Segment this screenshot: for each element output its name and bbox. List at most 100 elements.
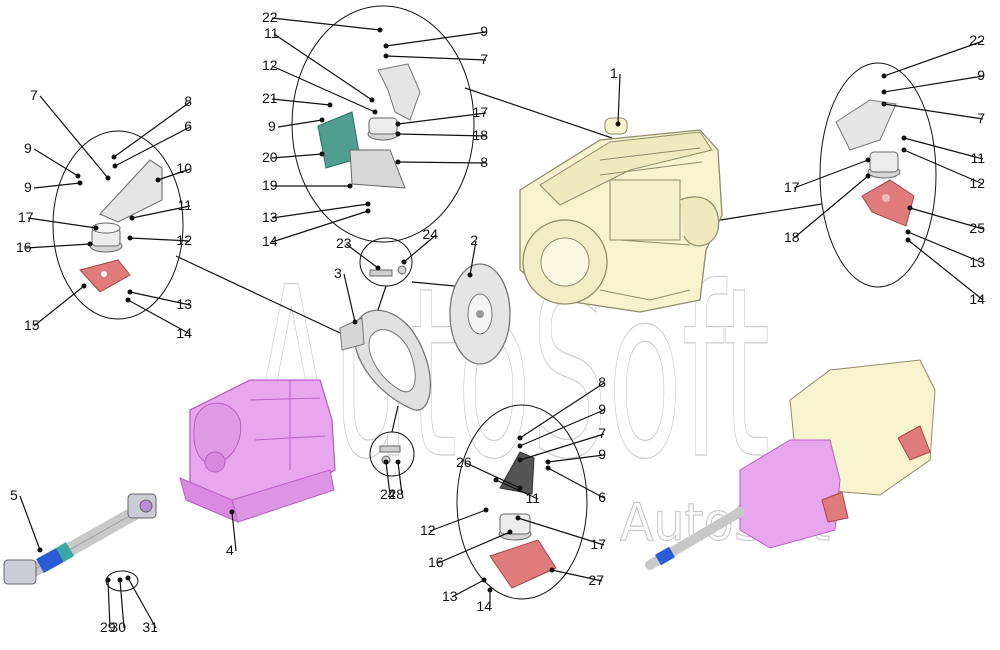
- callout-leader: [907, 239, 984, 301]
- callout-leader: [271, 153, 323, 159]
- callout-leader: [883, 75, 984, 93]
- callout-leader: [277, 119, 323, 128]
- callout-leader: [231, 511, 237, 552]
- callout-point: [75, 173, 81, 179]
- callout-number: 29: [100, 619, 116, 635]
- callout-leader: [271, 17, 381, 31]
- callout-point: [93, 225, 99, 231]
- callout-point: [77, 180, 83, 186]
- callout-point: [545, 459, 551, 465]
- callout-point: [327, 102, 333, 108]
- callout-leader: [385, 55, 487, 61]
- callout-leader: [343, 273, 356, 323]
- callout-leader: [271, 210, 369, 243]
- callout-point: [37, 547, 43, 553]
- callout-number: 17: [590, 536, 606, 552]
- callout-point: [517, 435, 523, 441]
- callout-leader: [271, 65, 376, 113]
- callout-point: [129, 215, 135, 221]
- callout-number: 14: [262, 233, 278, 249]
- callout-leader: [903, 137, 984, 160]
- callout-point: [881, 89, 887, 95]
- callout-number: 13: [442, 588, 458, 604]
- callout-point: [319, 151, 325, 157]
- callout-point: [881, 73, 887, 79]
- right-bracket-7: [835, 99, 897, 151]
- callout-number: 14: [969, 291, 985, 307]
- callout-leader: [397, 112, 487, 125]
- callout-number: 7: [977, 110, 985, 126]
- callout-leader: [33, 148, 79, 177]
- callout-number: 12: [176, 232, 192, 248]
- callout-point: [493, 477, 499, 483]
- callout-point: [377, 27, 383, 33]
- callout-point: [905, 237, 911, 243]
- callout-leader: [19, 495, 41, 551]
- callout-point: [155, 177, 161, 183]
- callout-number: 22: [969, 32, 985, 48]
- callout-number: 11: [264, 25, 279, 41]
- callout-point: [901, 147, 907, 153]
- callout-leader: [903, 149, 984, 185]
- top-bracket-19: [349, 149, 406, 189]
- callout-number: 26: [456, 454, 472, 470]
- callout-leader: [793, 159, 869, 189]
- callout-number: 14: [176, 325, 192, 341]
- bolt-set-upper: [369, 265, 407, 277]
- gearbox: [179, 379, 336, 523]
- callout-leader: [129, 291, 191, 306]
- callout-leader: [793, 175, 869, 239]
- callout-point: [375, 265, 381, 271]
- callout-leader: [131, 205, 191, 219]
- callout-number: 9: [598, 401, 606, 417]
- callout-leader: [385, 461, 391, 496]
- callout-point: [127, 235, 133, 241]
- callout-point: [517, 443, 523, 449]
- callout-point: [347, 183, 353, 189]
- callout-number: 12: [969, 175, 985, 191]
- callout-number: 17: [784, 179, 800, 195]
- callout-point: [111, 154, 117, 160]
- callout-leader: [429, 509, 487, 532]
- callout-leader: [517, 517, 605, 546]
- callout-leader: [107, 579, 111, 629]
- callout-number: 8: [184, 93, 192, 109]
- callout-point: [517, 485, 523, 491]
- callout-number: 5: [10, 487, 18, 503]
- callout-point: [517, 457, 523, 463]
- left-bracket-10: [98, 159, 163, 223]
- callout-leader: [397, 461, 403, 496]
- callout-number: 14: [476, 598, 492, 614]
- callout-number: 22: [262, 9, 278, 25]
- callout-point: [81, 283, 87, 289]
- callout-point: [467, 272, 473, 278]
- callout-leader: [451, 579, 485, 598]
- callout-number: 9: [977, 67, 985, 83]
- callout-number: 24: [380, 486, 396, 502]
- callout-number: 9: [24, 140, 32, 156]
- callout-point: [87, 241, 93, 247]
- callout-number: 9: [268, 118, 276, 134]
- callout-number: 28: [388, 486, 404, 502]
- callout-leader: [909, 207, 984, 230]
- group-outline-bottom-center: [456, 404, 588, 600]
- callout-leader: [271, 98, 331, 106]
- callout-leader: [469, 240, 477, 276]
- group-outline-right: [819, 62, 937, 288]
- leader-lines: [19, 17, 984, 629]
- callout-point: [127, 289, 133, 295]
- left-mount-16: [89, 222, 123, 253]
- callout-number: 16: [16, 239, 32, 255]
- right-mount-17-18: [867, 151, 901, 179]
- callout-leader: [27, 217, 97, 229]
- callout-number: 17: [472, 104, 488, 120]
- group-outline-left: [52, 130, 184, 320]
- callout-leader: [127, 577, 157, 629]
- callout-number: 24: [422, 226, 438, 242]
- propeller-shaft: [3, 493, 157, 585]
- callout-leader: [617, 73, 621, 125]
- callout-number: 11: [525, 490, 540, 506]
- callout-leader: [551, 569, 603, 582]
- callout-number: 17: [18, 209, 34, 225]
